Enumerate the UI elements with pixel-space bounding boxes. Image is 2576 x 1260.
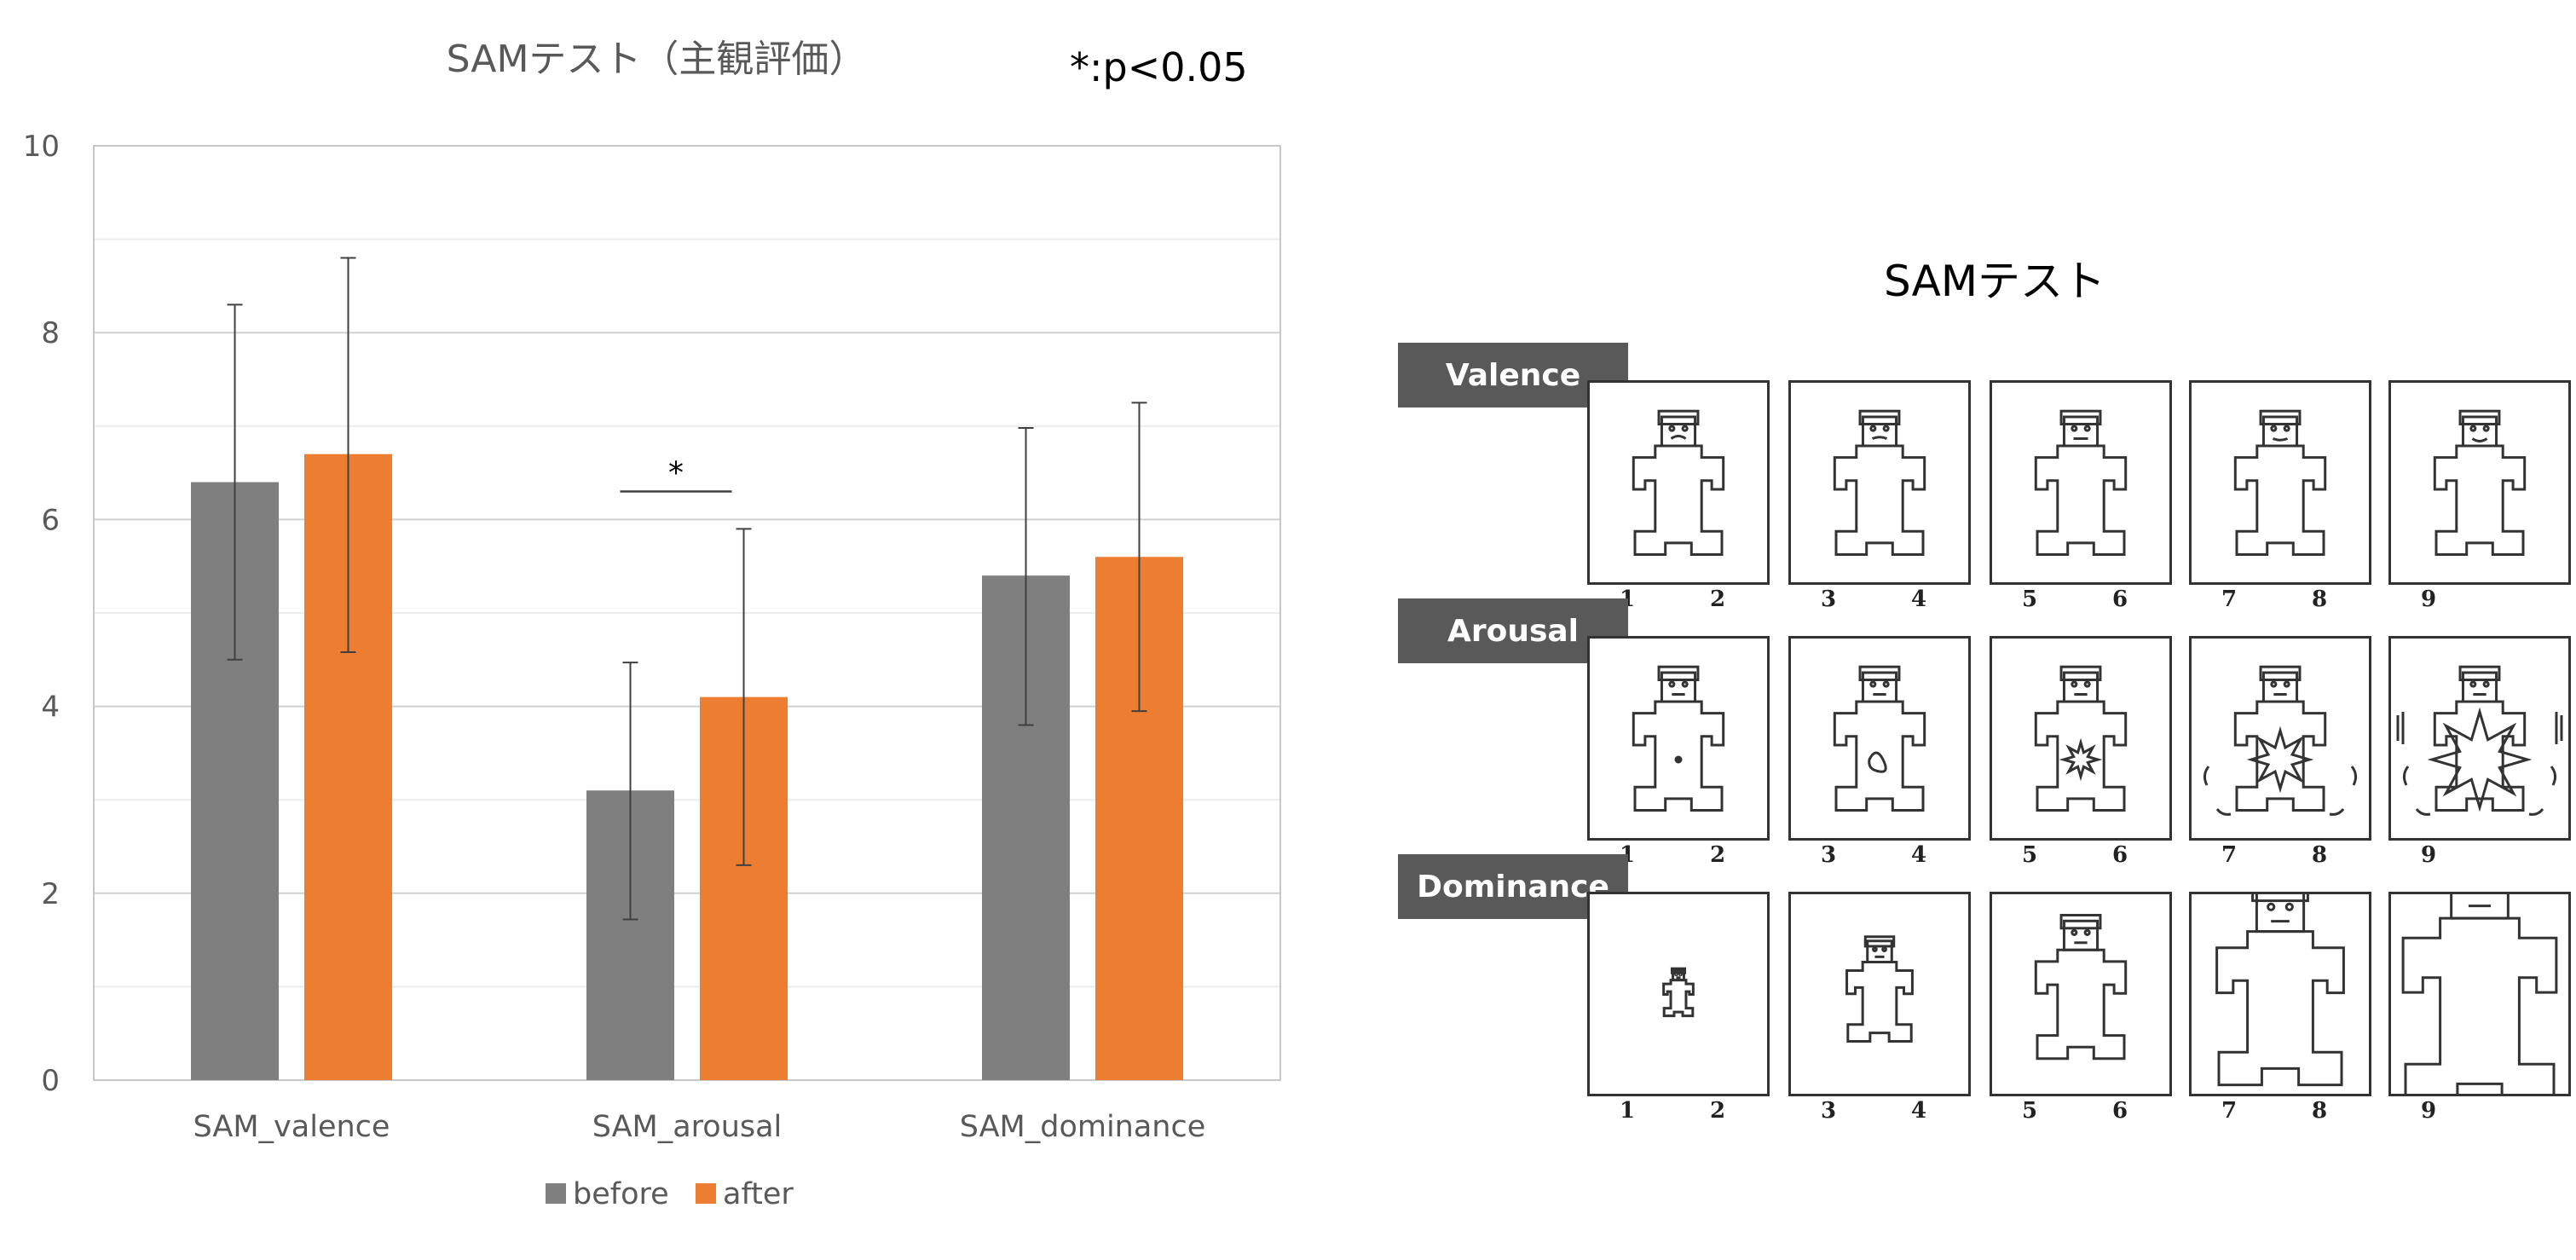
- sam-manikin-dominance-7: [2189, 892, 2371, 1096]
- significance-note: *:p<0.05: [1070, 44, 1248, 90]
- sam-scale-number: 4: [1910, 587, 1927, 612]
- sam-scale-number: 4: [1910, 842, 1927, 868]
- sam-manikin-dominance-1: [1587, 892, 1770, 1096]
- sam-scale-number: 6: [2111, 842, 2128, 868]
- sam-scale-number: 3: [1820, 842, 1837, 868]
- manikin-figure-icon: [1632, 409, 1725, 556]
- sam-scale-number: 7: [2221, 587, 2238, 612]
- sam-figure: SAMテスト Valence123456789Arousal123456789D…: [1398, 239, 2576, 1142]
- sam-manikin-arousal-5: [1990, 636, 2172, 841]
- sam-scale-number: 8: [2311, 842, 2328, 868]
- x-tick-label: SAM_valence: [193, 1110, 390, 1144]
- sam-scale-number: 3: [1820, 587, 1837, 612]
- manikin-figure-icon: [2433, 409, 2527, 556]
- sam-manikin-valence-3: [1788, 380, 1971, 585]
- sam-manikin-arousal-7: [2189, 636, 2371, 841]
- manikin-figure-icon: [1662, 967, 1695, 1018]
- sam-scale-number: 7: [2221, 1098, 2238, 1124]
- legend-swatch-after: [696, 1183, 716, 1204]
- x-tick-label: SAM_arousal: [592, 1110, 783, 1144]
- sam-scale-number: 2: [1709, 1098, 1726, 1124]
- sam-scale-number: 4: [1910, 1098, 1927, 1124]
- sam-scale-number: 5: [2021, 587, 2038, 612]
- manikin-figure-icon: [2034, 665, 2128, 812]
- sam-figure-heading: SAMテスト: [1883, 257, 2106, 306]
- sam-manikin-valence-9: [2388, 380, 2571, 585]
- sam-scale-number: 3: [1820, 1098, 1837, 1124]
- sam-scale-number: 9: [2420, 842, 2437, 868]
- manikin-figure-icon: [2401, 894, 2558, 1094]
- y-tick-label: 0: [41, 1064, 60, 1098]
- sam-scale-number: 6: [2111, 1098, 2128, 1124]
- legend-label-after: after: [723, 1177, 794, 1211]
- y-tick-label: 4: [41, 691, 60, 725]
- manikin-figure-icon: [2215, 894, 2345, 1087]
- sam-manikin-arousal-9: [2388, 636, 2571, 841]
- y-tick-label: 8: [41, 316, 60, 350]
- sam-manikin-valence-7: [2189, 380, 2371, 585]
- sam-scale-number: 9: [2420, 1098, 2437, 1124]
- sam-scale-number: 2: [1709, 587, 1726, 612]
- sam-manikin-dominance-9: [2388, 892, 2571, 1096]
- sam-manikin-valence-5: [1990, 380, 2172, 585]
- sam-manikin-arousal-1: [1587, 636, 1770, 841]
- chart-title: SAMテスト（主観評価）: [447, 38, 867, 81]
- y-tick-label: 10: [23, 130, 60, 164]
- manikin-figure-icon: [2203, 665, 2358, 816]
- sam-row-valence: Valence123456789: [1398, 343, 2576, 612]
- manikin-figure-icon: [1845, 935, 1914, 1043]
- manikin-figure-icon: [2396, 665, 2563, 816]
- y-tick-label: 6: [41, 503, 60, 537]
- significance-marker: *: [620, 456, 732, 493]
- sam-scale-number: 6: [2111, 587, 2128, 612]
- sam-scale-number: 7: [2221, 842, 2238, 868]
- sam-manikin-arousal-3: [1788, 636, 1971, 841]
- sam-scale-number: 8: [2311, 587, 2328, 612]
- y-tick-label: 2: [41, 877, 60, 911]
- sam-manikin-dominance-3: [1788, 892, 1971, 1096]
- y-axis-ticks: 0 2 4 6 8 10: [23, 130, 60, 1098]
- chart-gridlines: [94, 238, 1280, 988]
- sam-scale-number: 8: [2311, 1098, 2328, 1124]
- manikin-figure-icon: [1632, 665, 1725, 812]
- sam-scale-number: 5: [2021, 842, 2038, 868]
- significance-asterisk: *: [668, 456, 684, 491]
- sam-row-label-valence: Valence: [1398, 343, 1628, 407]
- sam-scale-number: 2: [1709, 842, 1726, 868]
- legend-label-before: before: [573, 1177, 669, 1211]
- x-tick-label: SAM_dominance: [960, 1110, 1206, 1144]
- chart-legend: before after: [546, 1177, 794, 1211]
- sam-scale-number: 9: [2420, 587, 2437, 612]
- sam-manikin-valence-1: [1587, 380, 1770, 585]
- bar-chart: 0 2 4 6 8 10 SAM_valence SAM_arousal SAM_domina…: [23, 38, 1281, 1211]
- sam-row-arousal: Arousal123456789: [1398, 598, 2576, 868]
- sam-scale-number: 1: [1619, 1098, 1636, 1124]
- sam-manikin-dominance-5: [1990, 892, 2172, 1096]
- manikin-figure-icon: [2034, 409, 2128, 556]
- manikin-figure-icon: [1833, 665, 1926, 812]
- legend-swatch-before: [546, 1183, 566, 1204]
- plot-frame: [93, 145, 1281, 1081]
- manikin-figure-icon: [1833, 409, 1926, 556]
- error-bars: [227, 257, 1147, 921]
- manikin-figure-icon: [2034, 914, 2128, 1061]
- sam-scale-number: 5: [2021, 1098, 2038, 1124]
- manikin-figure-icon: [2233, 409, 2327, 556]
- x-axis-ticks: SAM_valence SAM_arousal SAM_dominance: [193, 1110, 1206, 1144]
